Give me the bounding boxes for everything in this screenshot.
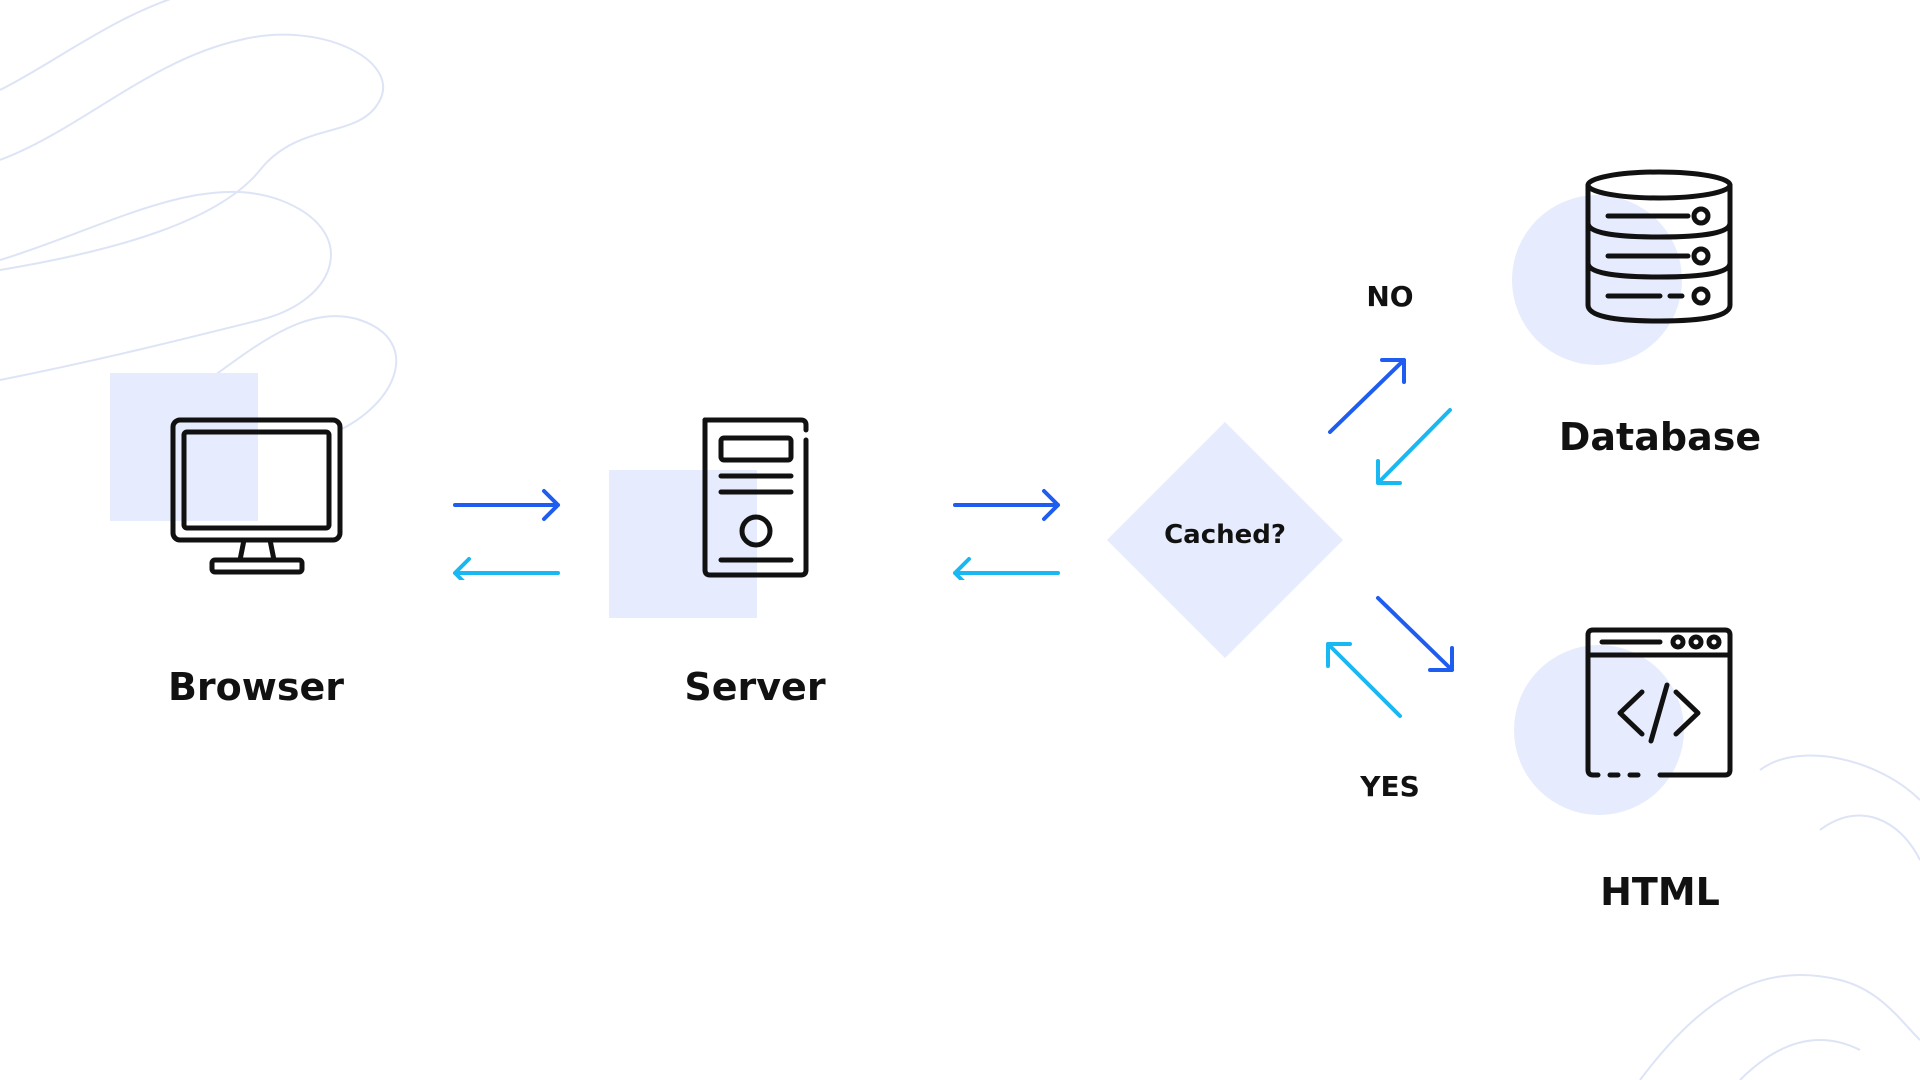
server-tower-icon [702,417,809,578]
yes-arrow-up-left [1326,642,1402,718]
response-arrow-left [953,557,1060,580]
database-icon [1585,169,1733,324]
server-node [605,410,825,630]
yes-branch-arrows [1326,596,1454,718]
browser-node [110,370,370,590]
no-label: NO [1366,280,1414,313]
html-label: HTML [1600,870,1720,914]
request-arrow-right [953,489,1060,521]
monitor-icon [170,417,343,575]
server-decision-arrows [953,489,1060,580]
browser-label: Browser [167,665,345,709]
server-highlight-square [609,470,757,618]
cached-decision-diamond: Cached? [1107,420,1347,660]
decision-label: Cached? [1164,520,1286,550]
database-highlight-circle [1512,195,1682,365]
no-arrow-down-left [1376,408,1452,485]
html-node [1510,625,1750,845]
server-label: Server [684,665,826,709]
yes-arrow-down-right [1376,596,1454,672]
database-label: Database [1558,415,1762,459]
no-arrow-up-right [1328,358,1406,434]
request-arrow-right [453,489,560,521]
no-branch-arrows [1328,358,1452,485]
code-window-icon [1585,627,1733,778]
browser-server-arrows [453,489,560,580]
database-node [1510,160,1750,380]
yes-label: YES [1360,770,1420,803]
response-arrow-left [453,557,560,580]
